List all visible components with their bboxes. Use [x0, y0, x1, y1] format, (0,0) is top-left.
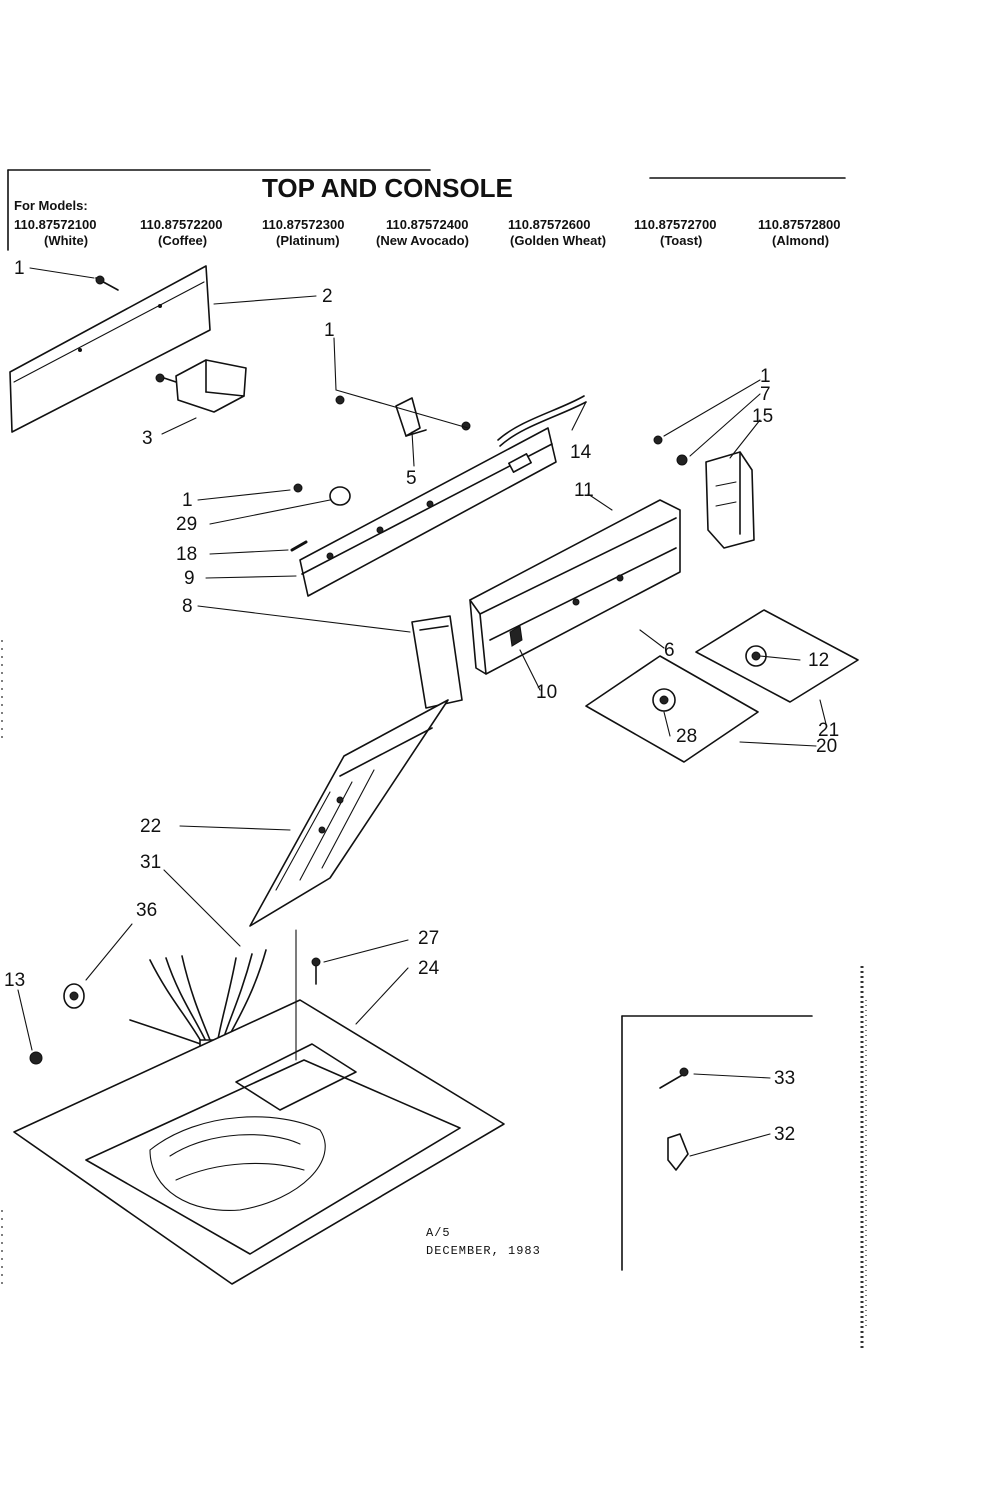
- callout-label: 13: [4, 970, 25, 991]
- part-pin: [290, 540, 308, 552]
- callout-label: 1: [324, 320, 335, 341]
- part-screw: [659, 1067, 689, 1089]
- part-screw: [293, 483, 303, 493]
- callout-label: 27: [418, 928, 439, 949]
- part-nut: [29, 1051, 43, 1065]
- model-color: (Almond): [772, 233, 829, 248]
- part-wire-lead: [497, 395, 587, 447]
- scan-edge-artifact: [1, 640, 867, 1350]
- callout-label: 10: [536, 682, 557, 703]
- part-console-housing: [469, 499, 681, 675]
- callout-label: 33: [774, 1068, 795, 1089]
- callout-label: 11: [574, 480, 594, 501]
- callout-label: 2: [322, 286, 333, 307]
- part-screw: [95, 275, 119, 291]
- stamp-line: A/5: [426, 1226, 451, 1240]
- part-top-cover: [13, 999, 505, 1285]
- callout-labels: 1 2 1 3 5 14 1 7 15 1 29 18 9 11 8 6 12 …: [4, 258, 839, 1145]
- model-number: 110.87572400: [386, 217, 468, 232]
- inset-box: [621, 1015, 813, 1271]
- callout-label: 1: [182, 490, 193, 511]
- callout-label: 22: [140, 816, 161, 837]
- model-color: (White): [44, 233, 88, 248]
- callout-label: 12: [808, 650, 829, 671]
- model-number: 110.87572700: [634, 217, 716, 232]
- part-switch: [653, 435, 755, 549]
- callout-label: 15: [752, 406, 773, 427]
- callout-label: 29: [176, 514, 197, 535]
- callout-label: 18: [176, 544, 197, 565]
- part-end-cap: [411, 615, 463, 709]
- part-screw: [311, 957, 321, 985]
- callout-label: 28: [676, 726, 697, 747]
- part-clip: [667, 1133, 689, 1171]
- models-label: For Models:: [14, 198, 88, 213]
- part-rear-panel: [9, 265, 211, 433]
- model-number: 110.87572600: [508, 217, 590, 232]
- stamp-line: DECEMBER, 1983: [426, 1244, 541, 1258]
- callout-label: 3: [142, 428, 153, 449]
- model-color: (Toast): [660, 233, 702, 248]
- model-color: (Platinum): [276, 233, 340, 248]
- callout-label: 7: [760, 384, 771, 405]
- callout-label: 20: [816, 736, 837, 757]
- part-control-panel: [249, 699, 449, 927]
- callout-label: 5: [406, 468, 417, 489]
- part-knob-kit: [585, 655, 759, 763]
- model-color: (Coffee): [158, 233, 207, 248]
- callout-label: 1: [14, 258, 25, 279]
- callout-label: 1: [760, 366, 771, 387]
- callout-label: 8: [182, 596, 193, 617]
- model-number: 110.87572300: [262, 217, 344, 232]
- part-knob-kit: [695, 609, 859, 703]
- part-timer-block: [155, 359, 247, 413]
- model-number: 110.87572200: [140, 217, 222, 232]
- part-connector: [63, 983, 85, 1009]
- callout-label: 21: [818, 720, 839, 741]
- callout-label: 31: [140, 852, 161, 873]
- header-frame: [7, 169, 846, 251]
- model-color: (New Avocado): [376, 233, 469, 248]
- callout-label: 14: [570, 442, 592, 463]
- model-list: 110.87572100 110.87572200 110.87572300 1…: [14, 217, 840, 248]
- callout-label: 24: [418, 958, 440, 979]
- model-color: (Golden Wheat): [510, 233, 606, 248]
- callout-label: 32: [774, 1124, 795, 1145]
- callout-label: 9: [184, 568, 195, 589]
- callout-label: 36: [136, 900, 157, 921]
- model-number: 110.87572800: [758, 217, 840, 232]
- part-clip: [329, 486, 351, 506]
- page-title: TOP AND CONSOLE: [262, 173, 513, 203]
- part-control-rail: [299, 427, 557, 597]
- part-bracket: [395, 397, 427, 437]
- callout-label: 6: [664, 640, 675, 661]
- model-number: 110.87572100: [14, 217, 96, 232]
- leader-lines: [17, 267, 827, 1157]
